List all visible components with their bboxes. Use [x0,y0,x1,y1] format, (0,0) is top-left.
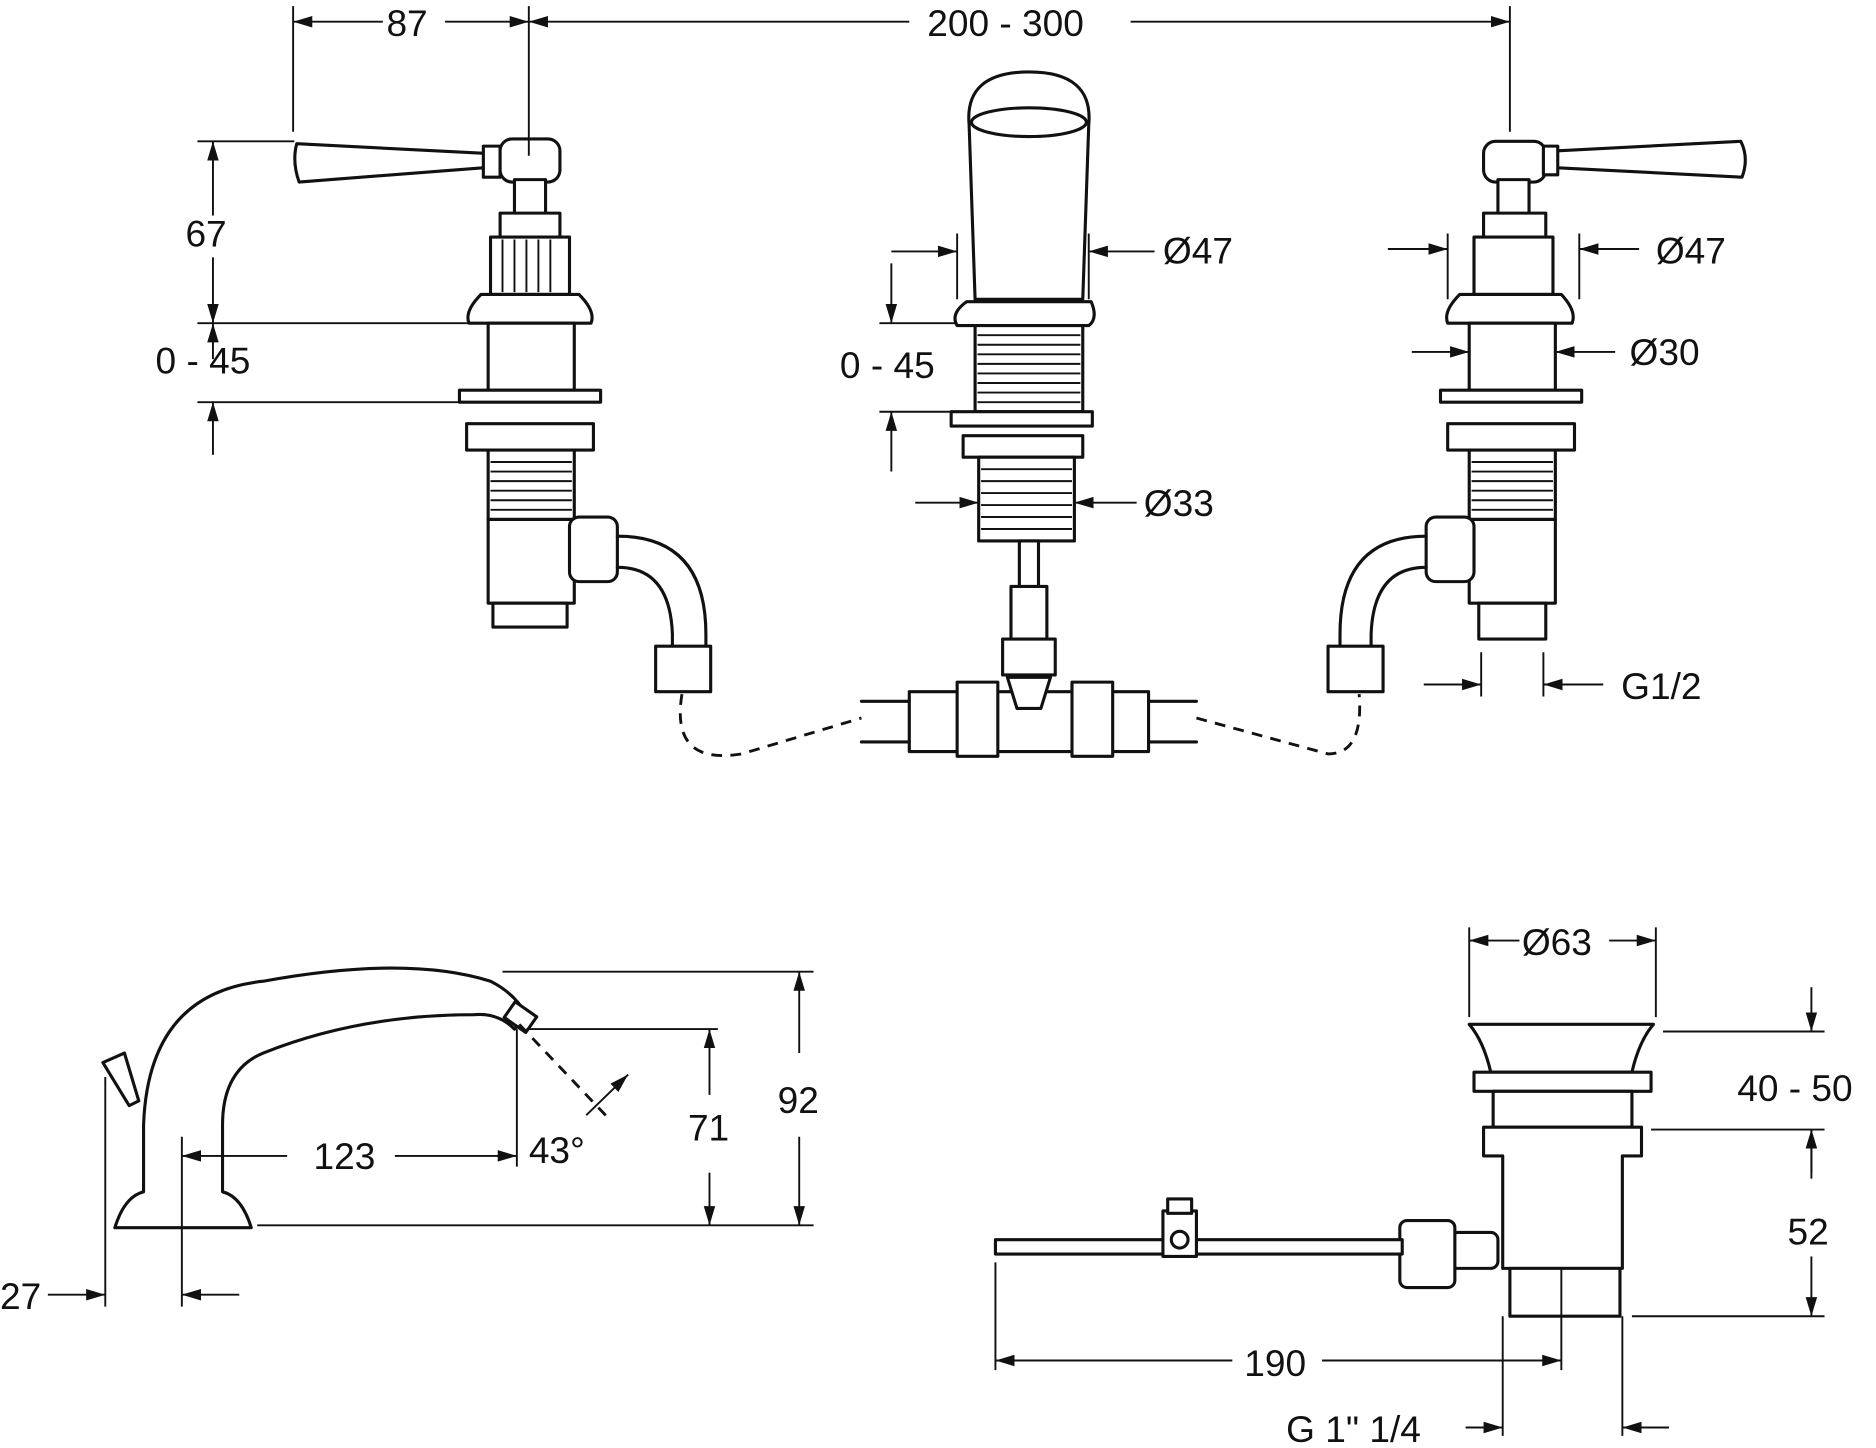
dim-deck-left: 0 - 45 [156,339,251,381]
dim-waste-thread: G 1" 1/4 [1286,1408,1421,1448]
spout-side-view [101,966,612,1230]
center-spout [859,70,1362,758]
dim-waste-height: 52 [1787,1210,1828,1252]
dim-waste-diameter: Ø63 [1522,921,1592,963]
left-valve [293,137,862,758]
dim-total-height: 92 [778,1079,819,1121]
pop-up-waste [993,1022,1656,1318]
dim-outlet-height: 71 [688,1106,729,1148]
dim-right-shank: Ø30 [1630,331,1700,373]
dim-angle: 43° [529,1129,585,1171]
dim-spout-diameter: Ø47 [1163,229,1233,271]
dim-87: 87 [386,2,427,44]
dim-spacing: 200 - 300 [927,2,1084,44]
dim-center-shank: Ø33 [1144,482,1214,524]
right-valve [1326,139,1747,694]
dim-plug-range: 40 - 50 [1737,1067,1852,1109]
dim-reach: 123 [313,1135,375,1177]
dim-67: 67 [185,213,226,255]
dim-right-diameter: Ø47 [1656,229,1726,271]
dimension-lines [47,6,1825,1436]
dim-base-offset: 27 [0,1275,41,1317]
dim-thread: G1/2 [1621,665,1701,707]
dim-deck-center: 0 - 45 [840,344,935,386]
dim-rod-length: 190 [1244,1342,1306,1384]
